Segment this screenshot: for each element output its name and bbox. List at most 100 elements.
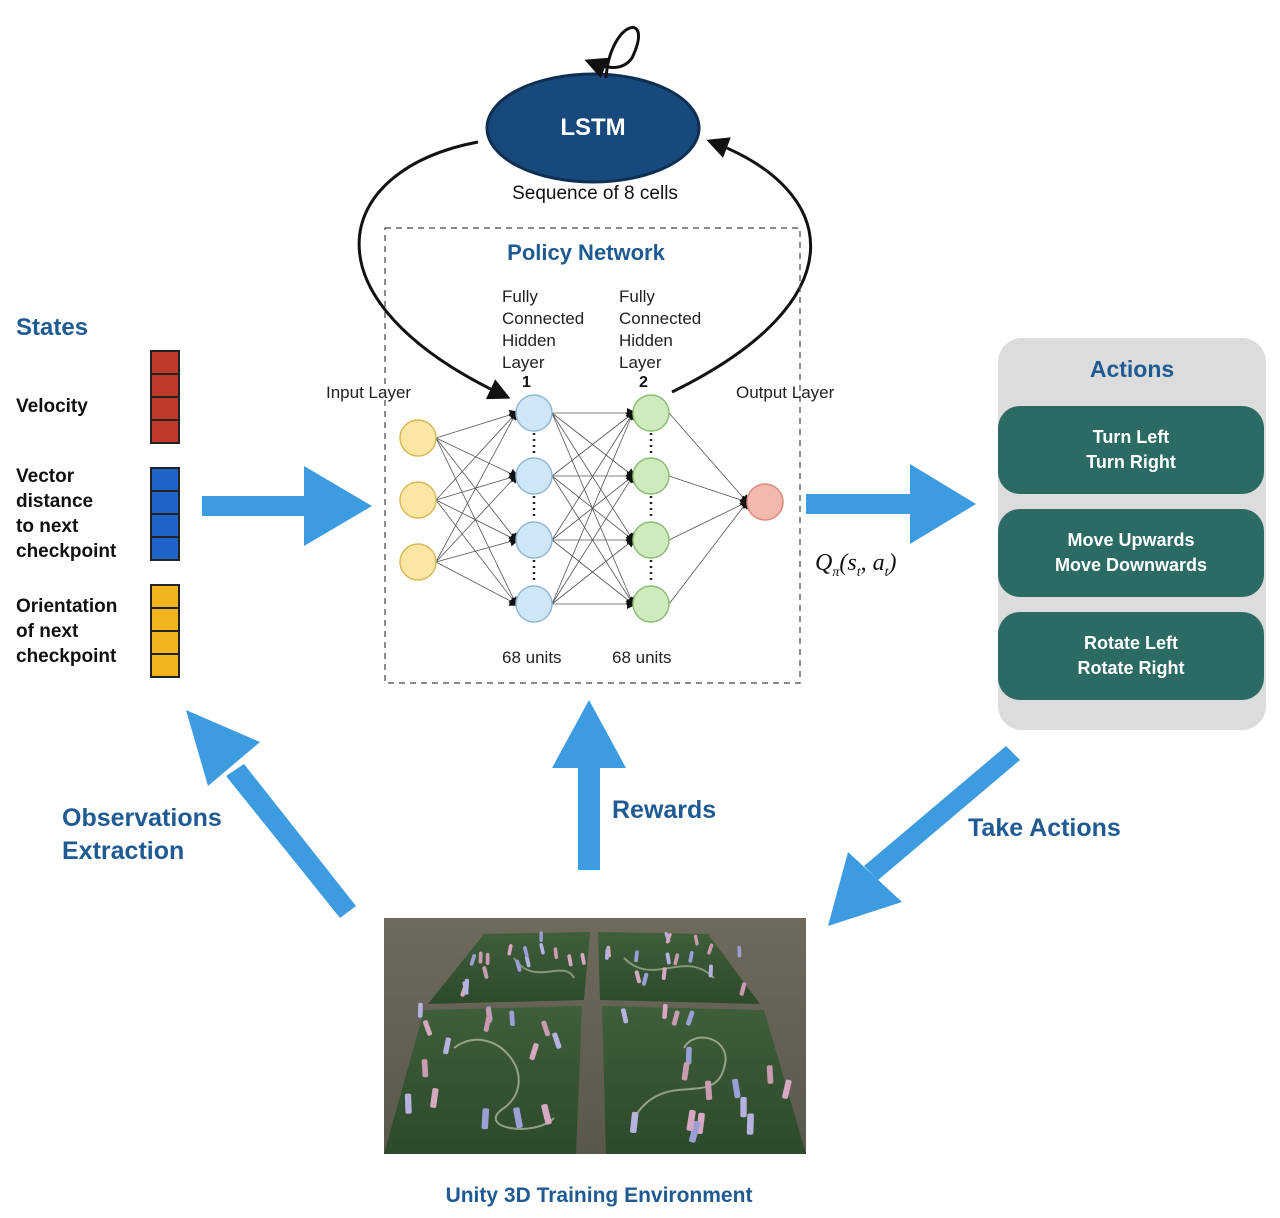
- checkpoint-pillar: [507, 944, 513, 956]
- terrain-tile-4: [602, 1006, 806, 1154]
- action-move: Move Upwards Move Downwards: [998, 509, 1264, 597]
- network-edge: [435, 437, 518, 608]
- checkpoint-pillar: [740, 1096, 747, 1118]
- state-orientation-bar: [150, 584, 180, 678]
- network-edge: [435, 410, 519, 501]
- checkpoint-pillar: [671, 1010, 680, 1026]
- checkpoint-pillar: [529, 1043, 539, 1061]
- network-edge: [551, 537, 637, 605]
- state-cell: [150, 653, 180, 678]
- checkpoint-pillar: [443, 1037, 451, 1055]
- checkpoint-pillar: [430, 1088, 439, 1108]
- network-edge: [435, 499, 520, 542]
- network-to-actions-arrow: [806, 464, 976, 544]
- checkpoint-pillar: [688, 950, 694, 963]
- unity-environment-image: [384, 918, 806, 1154]
- q-symbol: Q: [815, 550, 833, 576]
- network-edge: [435, 410, 520, 439]
- input-node: [399, 543, 437, 581]
- policy-network-frame: [384, 227, 801, 684]
- q-sub: π: [832, 564, 840, 580]
- hidden2-node: [632, 394, 670, 432]
- hidden1-number: 1: [522, 374, 531, 391]
- checkpoint-pillar: [580, 952, 586, 965]
- q-args-end: ): [888, 550, 897, 576]
- checkpoint-pillar: [462, 981, 469, 995]
- checkpoint-pillar: [482, 966, 489, 979]
- checkpoint-pillar: [732, 1078, 741, 1099]
- checkpoint-pillar: [552, 1032, 562, 1049]
- take-actions-arrow: [828, 746, 1020, 926]
- network-edge: [668, 500, 751, 541]
- network-edge: [551, 410, 637, 477]
- checkpoint-pillar: [509, 1010, 515, 1027]
- checkpoint-pillar: [673, 953, 680, 966]
- checkpoint-pillar: [662, 1003, 668, 1019]
- checkpoint-pillar: [553, 947, 559, 960]
- hidden2-label: Fully Connected Hidden Layer: [619, 287, 702, 372]
- checkpoint-pillar: [685, 1010, 695, 1026]
- network-edge: [668, 475, 751, 505]
- checkpoint-pillar: [524, 955, 531, 968]
- hidden2-to-lstm-arrow: [671, 137, 812, 394]
- network-edge: [551, 409, 636, 605]
- checkpoint-pillar: [539, 931, 543, 943]
- state-cell: [150, 396, 180, 421]
- checkpoint-pillar: [766, 1065, 774, 1084]
- checkpoint-pillar: [513, 1107, 523, 1129]
- hidden1-node: [515, 585, 553, 623]
- policy-network-title: Policy Network: [507, 240, 665, 265]
- network-edge: [435, 561, 520, 606]
- checkpoint-pillar: [681, 1062, 690, 1081]
- checkpoint-pillar: [417, 1002, 423, 1018]
- state-velocity-bar: [150, 350, 180, 444]
- checkpoint-pillar: [485, 1007, 492, 1024]
- checkpoint-pillar: [685, 1046, 692, 1065]
- state-cell: [150, 536, 180, 561]
- checkpoint-pillar: [704, 1080, 713, 1101]
- checkpoint-pillar: [661, 967, 667, 981]
- action-rotate: Rotate Left Rotate Right: [998, 612, 1264, 700]
- hidden1-units: 68 units: [502, 648, 562, 667]
- hidden2-node: [632, 521, 670, 559]
- hidden2-node: [632, 585, 670, 623]
- terrain-render: [384, 918, 806, 1154]
- q-args-sub1: t: [856, 564, 861, 580]
- network-connections: [435, 408, 751, 609]
- network-edge: [435, 499, 519, 608]
- checkpoint-pillar: [541, 1020, 551, 1037]
- checkpoint-pillar: [421, 1059, 429, 1078]
- checkpoint-pillar: [404, 1093, 412, 1114]
- checkpoint-pillar: [629, 1111, 639, 1134]
- action-turn: Turn Left Turn Right: [998, 406, 1264, 494]
- lstm-caption: Sequence of 8 cells: [512, 183, 678, 204]
- checkpoint-pillar: [605, 948, 610, 960]
- state-cell: [150, 419, 180, 444]
- hidden1-node: [515, 521, 553, 559]
- state-cell: [150, 490, 180, 515]
- state-cell: [150, 350, 180, 375]
- checkpoint-pillar: [634, 950, 639, 963]
- terrain-tile-2: [598, 932, 760, 1004]
- hidden1-label: Fully Connected Hidden Layer: [502, 287, 585, 372]
- output-layer-label: Output Layer: [736, 383, 835, 402]
- rewards-label: Rewards: [612, 796, 717, 824]
- checkpoint-pillar: [539, 943, 545, 955]
- checkpoint-pillars: [404, 931, 792, 1143]
- network-edge: [435, 473, 519, 563]
- network-edge: [668, 498, 750, 605]
- state-orientation-label: Orientation of next checkpoint: [16, 596, 118, 667]
- checkpoint-pillar: [686, 1109, 696, 1132]
- take-actions-label: Take Actions: [968, 814, 1121, 842]
- input-node: [399, 419, 437, 457]
- checkpoint-pillar: [693, 934, 699, 946]
- network-edge: [668, 412, 750, 506]
- hidden1-node: [515, 394, 553, 432]
- checkpoint-pillar: [641, 972, 649, 986]
- checkpoint-pillar: [782, 1079, 792, 1099]
- checkpoint-pillar: [481, 1108, 490, 1130]
- input-node: [399, 481, 437, 519]
- state-vector-distance-label: Vector distance to next checkpoint: [16, 466, 117, 562]
- observations-arrow: [186, 710, 356, 918]
